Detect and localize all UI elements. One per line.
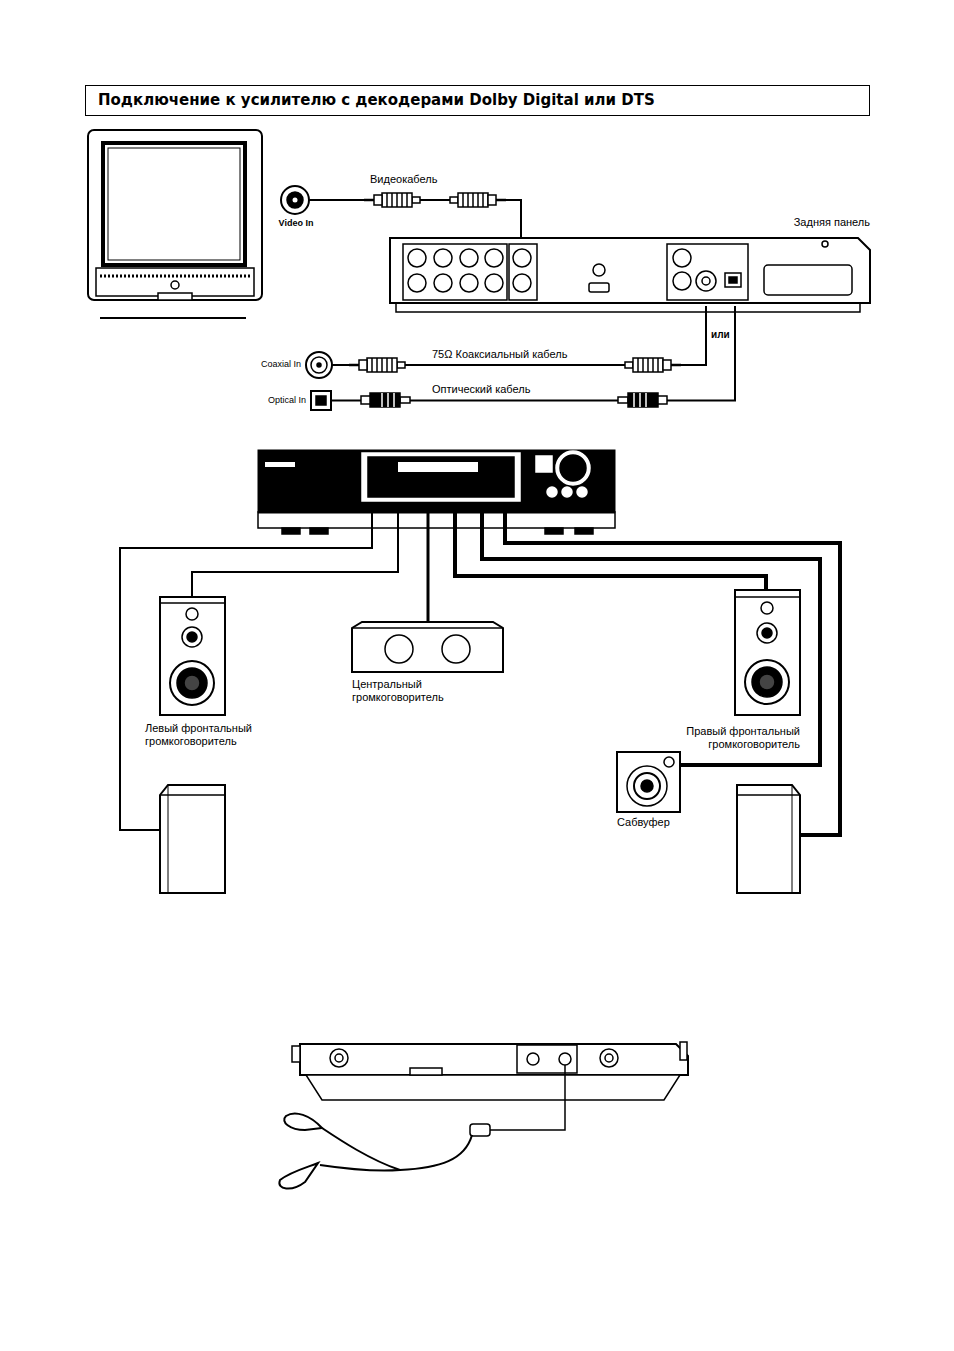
rear-right-speaker [737, 785, 800, 893]
cable-connector [332, 306, 706, 365]
node-label: Центральный громкоговоритель [352, 678, 470, 704]
speaker-wires [120, 512, 840, 835]
cable-label: Оптический кабель [430, 383, 532, 396]
node-label: Optical In [268, 394, 306, 407]
cable-label: 75Ω Коаксиальный кабель [430, 348, 569, 361]
speaker-node: Правый фронтальный громкоговоритель [735, 590, 800, 715]
note-label: или [710, 328, 731, 341]
rear-left-speaker [160, 785, 225, 893]
optical-in-jack [311, 391, 331, 410]
amplifier [258, 450, 615, 534]
cable-label: Видеокабель [368, 173, 439, 186]
node-label: Левый фронтальный громкоговоритель [145, 722, 280, 748]
cable-connector [331, 306, 735, 401]
portable-player [292, 1042, 688, 1100]
left-front-speaker [160, 597, 225, 715]
subwoofer [617, 752, 680, 812]
node-label: Задняя панель [794, 216, 870, 229]
video-cable-plugs [364, 193, 506, 207]
jack-node: Video In [281, 186, 309, 214]
node-label: Сабвуфер [617, 816, 670, 829]
headphones [279, 1065, 565, 1189]
speaker-node: Левый фронтальный громкоговоритель [160, 597, 225, 715]
video-in-jack [281, 186, 309, 214]
tv-set [88, 130, 262, 318]
node-label: Правый фронтальный громкоговоритель [660, 725, 800, 751]
speaker-node: Сабвуфер [617, 752, 680, 812]
rear-panel [390, 238, 870, 312]
speaker-node: Центральный громкоговоритель [352, 622, 503, 672]
node-label: Coaxial In [261, 358, 301, 371]
jack-node: Optical In [311, 391, 331, 410]
diagram-title: Подключение к усилителю с декодерами Dol… [85, 85, 870, 116]
cable-line [332, 306, 706, 365]
jack-node: Coaxial In [306, 352, 332, 378]
center-speaker [352, 622, 503, 672]
coaxial-in-jack [306, 352, 332, 378]
panel-node: Задняя панель [390, 238, 870, 306]
node-label: Video In [265, 217, 327, 230]
right-front-speaker [735, 590, 800, 715]
cable-line [331, 306, 735, 401]
